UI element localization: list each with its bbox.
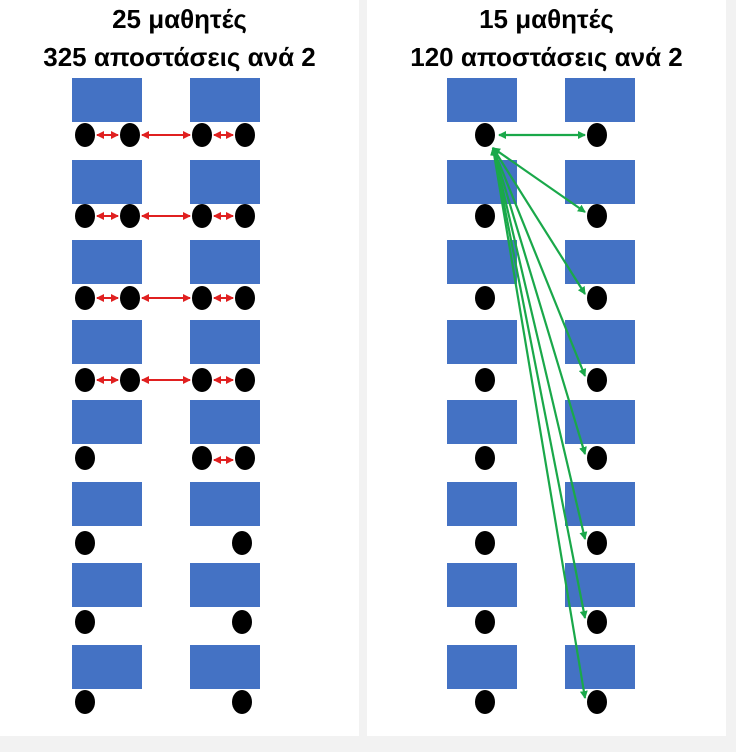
desk <box>565 78 635 122</box>
student <box>120 123 140 147</box>
student <box>75 204 95 228</box>
student <box>192 286 212 310</box>
student <box>475 123 495 147</box>
left-title-line1: 25 μαθητές <box>112 4 247 34</box>
student <box>235 368 255 392</box>
student <box>587 690 607 714</box>
student <box>235 123 255 147</box>
right-panel: 15 μαθητές 120 αποστάσεις ανά 2 <box>367 0 726 736</box>
student <box>120 286 140 310</box>
student <box>192 368 212 392</box>
right-title-line2: 120 αποστάσεις ανά 2 <box>410 42 683 72</box>
student <box>232 690 252 714</box>
desk <box>447 563 517 607</box>
student <box>232 610 252 634</box>
desk <box>447 645 517 689</box>
student <box>120 204 140 228</box>
student <box>75 610 95 634</box>
desk <box>72 645 142 689</box>
student <box>232 531 252 555</box>
student <box>75 286 95 310</box>
desk <box>565 320 635 364</box>
desk <box>190 240 260 284</box>
desk <box>72 240 142 284</box>
desk <box>190 78 260 122</box>
desk <box>447 78 517 122</box>
desk <box>190 482 260 526</box>
student <box>587 204 607 228</box>
right-classroom-diagram <box>447 78 635 714</box>
desk <box>72 320 142 364</box>
student <box>235 446 255 470</box>
student <box>75 368 95 392</box>
left-classroom-diagram <box>72 78 260 714</box>
desk <box>190 400 260 444</box>
student <box>587 368 607 392</box>
desk <box>447 400 517 444</box>
student <box>475 531 495 555</box>
distance-arrow <box>490 147 588 619</box>
desk <box>72 400 142 444</box>
left-title-line2: 325 αποστάσεις ανά 2 <box>43 42 316 72</box>
student <box>192 123 212 147</box>
student <box>75 531 95 555</box>
left-panel: 25 μαθητές 325 αποστάσεις ανά 2 <box>0 0 359 736</box>
student <box>235 286 255 310</box>
right-title-line1: 15 μαθητές <box>479 4 614 34</box>
student <box>192 204 212 228</box>
student <box>475 690 495 714</box>
student <box>587 123 607 147</box>
student <box>587 610 607 634</box>
desk <box>72 160 142 204</box>
student <box>475 446 495 470</box>
desk <box>447 320 517 364</box>
student <box>475 610 495 634</box>
student <box>587 446 607 470</box>
desk <box>565 160 635 204</box>
student <box>75 123 95 147</box>
desk <box>447 240 517 284</box>
desk <box>565 645 635 689</box>
desk <box>190 563 260 607</box>
desk <box>565 482 635 526</box>
student <box>120 368 140 392</box>
student <box>587 531 607 555</box>
student <box>475 368 495 392</box>
desk <box>190 645 260 689</box>
desk <box>72 78 142 122</box>
student <box>587 286 607 310</box>
student <box>75 446 95 470</box>
student <box>475 286 495 310</box>
desk <box>72 563 142 607</box>
desk <box>190 320 260 364</box>
student <box>192 446 212 470</box>
desk <box>190 160 260 204</box>
student <box>475 204 495 228</box>
desk <box>447 482 517 526</box>
student <box>235 204 255 228</box>
desk <box>72 482 142 526</box>
student <box>75 690 95 714</box>
distance-arrow <box>490 147 588 699</box>
